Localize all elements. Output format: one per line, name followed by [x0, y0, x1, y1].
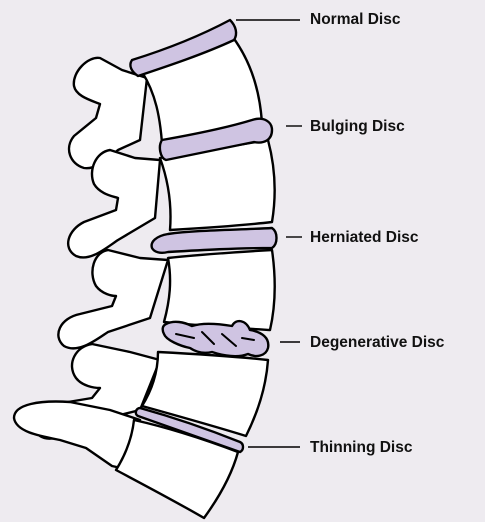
label-bulging-disc: Bulging Disc	[310, 119, 405, 135]
vertebra-3-body	[164, 250, 275, 330]
label-degenerative-disc: Degenerative Disc	[310, 335, 444, 351]
label-herniated-disc: Herniated Disc	[310, 230, 419, 246]
label-thinning-disc: Thinning Disc	[310, 440, 412, 456]
label-normal-disc: Normal Disc	[310, 12, 400, 28]
herniated-disc	[152, 228, 277, 253]
vertebra-3-process	[58, 250, 168, 348]
